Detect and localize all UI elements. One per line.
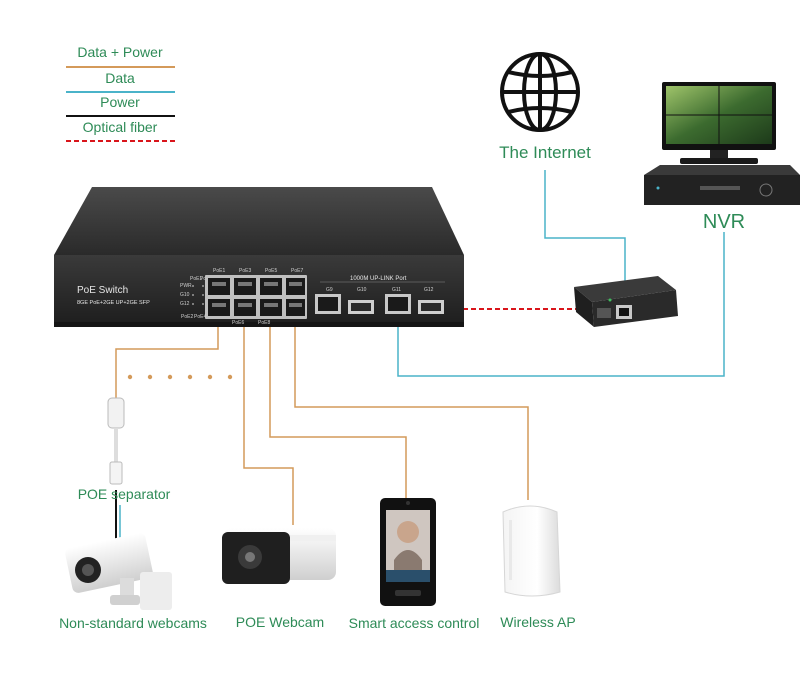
legend-item-power: Power xyxy=(66,94,175,117)
legend-item-data: Data xyxy=(66,70,175,93)
access-control: Smart access control xyxy=(349,498,480,631)
poe-webcam: POE Webcam xyxy=(222,528,336,630)
legend-label: Optical fiber xyxy=(83,119,158,135)
svg-text:PoE1: PoE1 xyxy=(190,276,202,282)
svg-text:G12: G12 xyxy=(424,287,434,293)
legend-item-data-power: Data + Power xyxy=(66,44,175,68)
legend: Data + Power Data Power Optical fiber xyxy=(66,44,175,142)
legend-label: Power xyxy=(100,94,140,110)
svg-text:PoE6: PoE6 xyxy=(232,320,244,326)
legend-item-fiber: Optical fiber xyxy=(66,119,175,142)
svg-text:PoE5: PoE5 xyxy=(265,268,277,274)
nonstandard-cam-label: Non-standard webcams xyxy=(59,615,207,631)
svg-text:G9: G9 xyxy=(326,287,333,293)
line-internet-data xyxy=(544,170,626,283)
line-access-control xyxy=(269,318,407,498)
monitor-icon xyxy=(662,82,776,164)
line-nvr-data xyxy=(397,232,725,377)
svg-text:PoE1: PoE1 xyxy=(213,268,225,274)
poe-port-5[interactable] xyxy=(260,278,282,295)
poe-webcam-label: POE Webcam xyxy=(236,614,324,630)
poe-port-7[interactable] xyxy=(286,278,305,295)
svg-text:G10: G10 xyxy=(357,287,367,293)
svg-text:G12: G12 xyxy=(180,301,190,307)
poe-switch: PoE Switch 8GE PoE+2GE UP+2GE SFP PWR G1… xyxy=(54,187,464,327)
svg-text:PoE3: PoE3 xyxy=(239,268,251,274)
nvr-label: NVR xyxy=(703,211,745,233)
svg-text:PoE7: PoE7 xyxy=(291,268,303,274)
wireless-ap-label: Wireless AP xyxy=(500,614,575,630)
line-poe-webcam xyxy=(243,318,294,525)
poe-port-8[interactable] xyxy=(286,299,305,316)
internet-label: The Internet xyxy=(499,143,591,162)
nvr: NVR xyxy=(644,82,800,233)
legend-label: Data + Power xyxy=(77,44,163,60)
poe-port-3[interactable] xyxy=(234,278,256,295)
poe-separator: POE separator xyxy=(78,397,171,502)
poe-port-1[interactable] xyxy=(208,278,230,295)
legend-label: Data xyxy=(105,70,135,86)
svg-text:PWR: PWR xyxy=(180,283,192,289)
uplink-title: 1000M UP-LINK Port xyxy=(350,276,407,282)
internet: The Internet xyxy=(499,52,591,162)
svg-text:G10: G10 xyxy=(180,292,190,298)
access-control-label: Smart access control xyxy=(349,615,480,631)
uplink-ports xyxy=(315,294,444,314)
svg-text:PoE2: PoE2 xyxy=(181,314,193,320)
bullet-camera-icon xyxy=(65,533,172,610)
svg-text:G11: G11 xyxy=(392,287,401,293)
poe-port-4[interactable] xyxy=(234,299,256,316)
poe-port-6[interactable] xyxy=(260,299,282,316)
more-devices-dots xyxy=(127,374,233,380)
media-converter xyxy=(574,276,678,327)
globe-icon xyxy=(500,52,580,132)
nvr-box xyxy=(644,165,800,205)
switch-title: PoE Switch xyxy=(77,285,128,296)
svg-text:PoE4: PoE4 xyxy=(194,314,206,320)
svg-text:PoE8: PoE8 xyxy=(258,320,270,326)
bullet-camera-icon xyxy=(222,528,336,584)
wireless-ap: Wireless AP xyxy=(500,505,576,630)
poe-separator-label: POE separator xyxy=(78,486,171,502)
switch-top xyxy=(54,187,464,255)
line-wireless-ap xyxy=(294,318,529,500)
poe-ports xyxy=(208,278,305,316)
poe-port-2[interactable] xyxy=(208,299,230,316)
connections xyxy=(115,170,725,540)
switch-subtitle: 8GE PoE+2GE UP+2GE SFP xyxy=(77,300,150,306)
converter-sfp-port[interactable] xyxy=(597,308,611,318)
nonstandard-webcam: Non-standard webcams xyxy=(59,533,207,631)
line-poe-separator xyxy=(115,318,219,398)
